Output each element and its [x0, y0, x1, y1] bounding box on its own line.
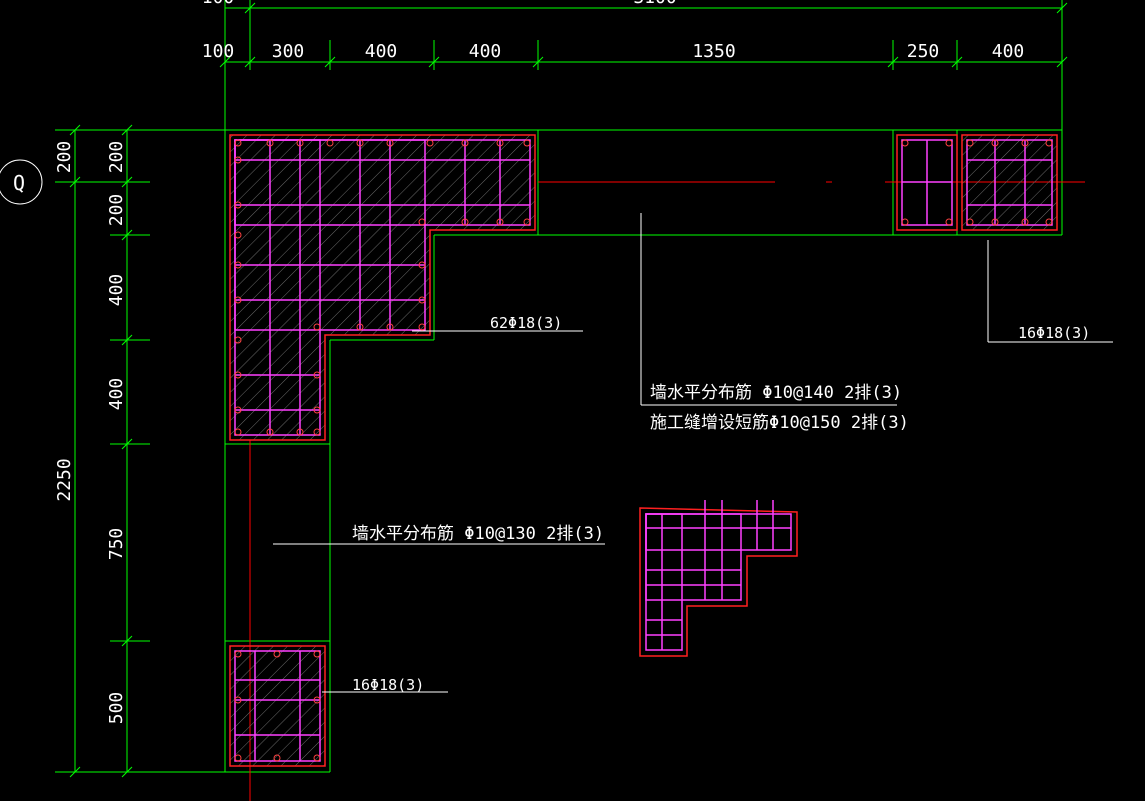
wall-outlines: [224, 129, 1063, 773]
right-column[interactable]: [896, 134, 1058, 231]
detail-sketch[interactable]: [639, 500, 798, 657]
dim-left-inner-3: 400: [106, 274, 127, 307]
detail-sketch-stirrups: [645, 500, 792, 651]
dim-top-seg-7: 400: [992, 41, 1025, 62]
annotation-main-column-bars: 62Φ18(3): [490, 314, 562, 332]
top-dimension-chain: [219, 0, 1068, 130]
dim-left-outer-1: 200: [54, 141, 75, 174]
annotation-wall-horizontal-left: 墙水平分布筋 Φ10@130 2排(3): [352, 524, 604, 544]
right-column-stirrups: [901, 139, 1053, 226]
main-column-outline: [229, 134, 536, 441]
dim-top-overall-total: 3100: [633, 0, 676, 8]
dim-top-seg-5: 1350: [692, 41, 735, 62]
dim-left-inner-4: 400: [106, 378, 127, 411]
dim-left-outer-2: 2250: [54, 458, 75, 501]
dim-top-seg-3: 400: [365, 41, 398, 62]
left-dimension-texts: 200 2250 200 200 400 400 750 500: [54, 141, 127, 725]
dim-top-overall-partial: 100: [202, 0, 235, 8]
dim-top-seg-1: 100: [202, 41, 235, 62]
dim-left-inner-2: 200: [106, 194, 127, 227]
dim-top-seg-6: 250: [907, 41, 940, 62]
dim-left-inner-6: 500: [106, 692, 127, 725]
bottom-column-outline: [229, 645, 326, 767]
annotation-right-column-bars: 16Φ18(3): [1018, 324, 1090, 342]
annotation-wall-horizontal-top: 墙水平分布筋 Φ10@140 2排(3): [650, 383, 902, 403]
left-dimension-chain: [55, 124, 225, 778]
annotation-construction-joint: 施工缝增设短筋Φ10@150 2排(3): [650, 413, 909, 433]
dim-left-inner-1: 200: [106, 141, 127, 174]
annotation-bottom-column-bars: 16Φ18(3): [352, 676, 424, 694]
main-column-bars: [234, 139, 531, 436]
dim-top-seg-2: 300: [272, 41, 305, 62]
grid-bubble-circle: [0, 159, 43, 205]
main-column[interactable]: [229, 134, 536, 441]
bottom-column[interactable]: [229, 645, 326, 767]
right-column-outline-left: [896, 134, 958, 231]
detail-sketch-outline: [639, 507, 798, 657]
top-dimension-texts: 100 3100 100 300 400 400 1350 250 400: [202, 0, 1025, 62]
grid-bubble-q[interactable]: Q: [0, 159, 43, 205]
dim-left-inner-5: 750: [106, 528, 127, 561]
right-column-outline-right: [961, 134, 1058, 231]
annotation-texts: 62Φ18(3) 16Φ18(3) 16Φ18(3) 墙水平分布筋 Φ10@14…: [352, 314, 1090, 694]
dim-top-seg-4: 400: [469, 41, 502, 62]
right-column-bars: [901, 139, 1053, 226]
bottom-column-bars: [234, 650, 321, 762]
leader-lines: [273, 213, 1113, 693]
grid-bubble-label: Q: [13, 171, 25, 195]
